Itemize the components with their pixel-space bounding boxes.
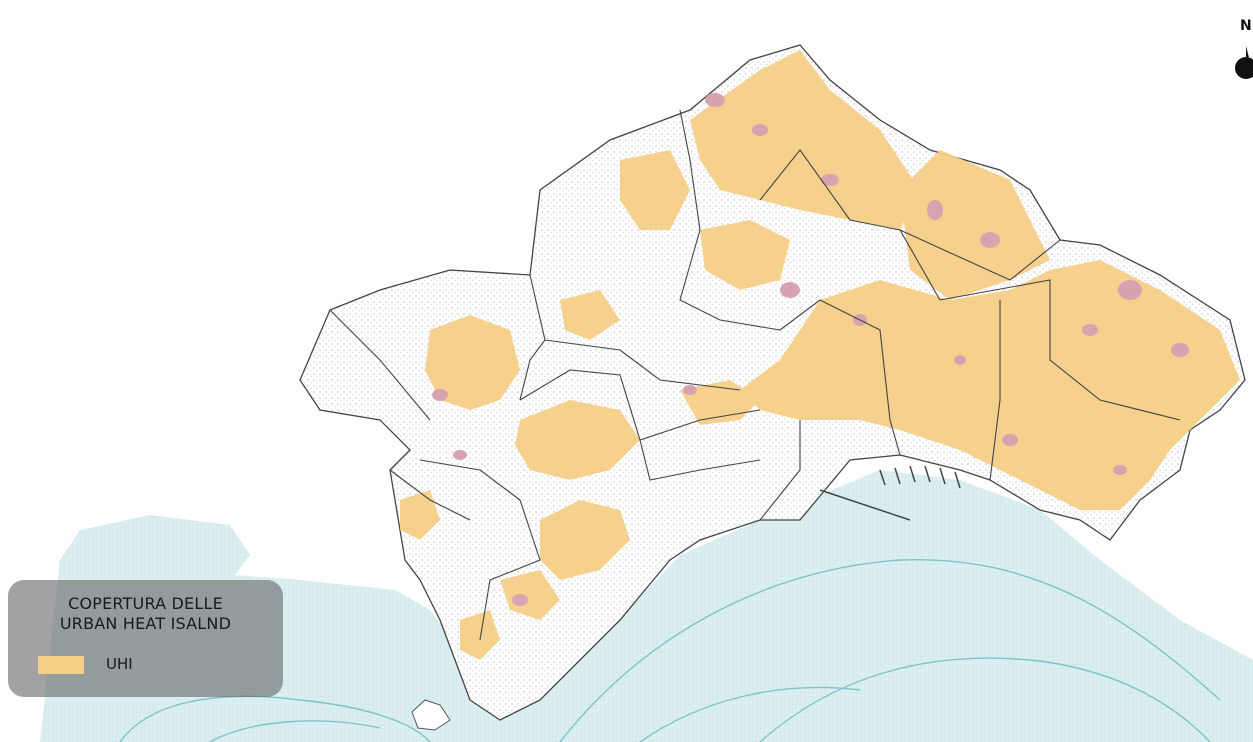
legend-panel: COPERTURA DELLE URBAN HEAT ISALND UHI: [8, 580, 283, 697]
municipal-boundaries: [329, 109, 1181, 641]
legend-title: COPERTURA DELLE URBAN HEAT ISALND: [8, 594, 283, 634]
legend-title-line2: URBAN HEAT ISALND: [59, 614, 232, 633]
legend-uhi-label: UHI: [106, 655, 133, 673]
harbor-piers: [819, 465, 961, 521]
sea-contour-lines: [119, 558, 1221, 742]
island: [411, 699, 451, 731]
uhi-intense-patches: [432, 93, 1189, 606]
uhi-patches: [400, 50, 1240, 660]
legend-title-line1: COPERTURA DELLE: [68, 594, 223, 613]
legend-uhi-swatch: [38, 656, 84, 674]
north-arrow: N: [1226, 18, 1253, 108]
north-letter: N: [1240, 18, 1252, 34]
north-arrow-icon: [1235, 46, 1253, 79]
sea-area: [40, 470, 1253, 742]
